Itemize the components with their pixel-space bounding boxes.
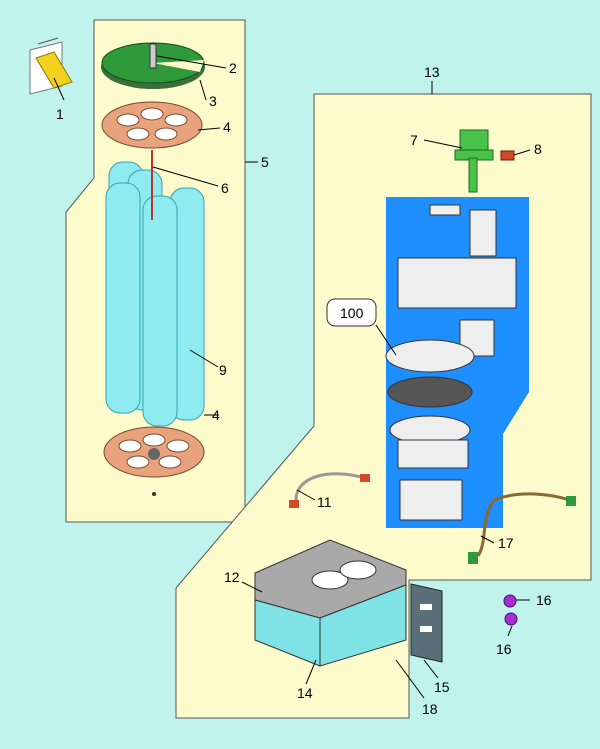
label-6: 6 [221,180,229,196]
label-18: 18 [422,701,438,717]
part-1-slide-bracket [29,37,73,95]
callout-box-100 [326,298,377,327]
part-12-14-housing [254,539,407,667]
part-8-red-clip [500,150,515,161]
label-17: 17 [498,535,514,551]
part-16-knob-upper [503,594,517,608]
label-8: 8 [534,141,542,157]
part-17-cable [468,492,576,564]
part-2-green-cover [101,42,205,89]
label-3: 3 [209,93,217,109]
label-16-a: 16 [536,592,552,608]
label-13: 13 [424,64,440,80]
part-4-top-plate [101,101,203,149]
label-14: 14 [297,685,313,701]
label-100: 100 [340,305,364,321]
part-11-wire-harness [289,472,370,508]
label-11: 11 [317,494,332,510]
part-labels: 1 2 3 4 5 6 9 4 13 7 8 100 11 17 12 16 1… [56,60,552,717]
label-2: 2 [229,60,237,76]
label-9: 9 [219,362,227,378]
part-15-bracket [410,583,443,663]
label-7: 7 [410,132,418,148]
label-1: 1 [56,106,64,122]
label-12: 12 [224,569,240,585]
leader-lines [53,55,531,699]
label-5: 5 [261,154,269,170]
part-16-knob-lower [504,612,518,626]
part-9-tubes [105,150,205,427]
label-16-b: 16 [496,641,512,657]
mechanism-components [385,204,517,521]
part-7-gear-motor [454,129,494,193]
part-4-bottom-plate [103,426,205,496]
label-4-top: 4 [223,119,231,135]
label-15: 15 [434,679,450,695]
label-4-bottom: 4 [212,407,220,423]
